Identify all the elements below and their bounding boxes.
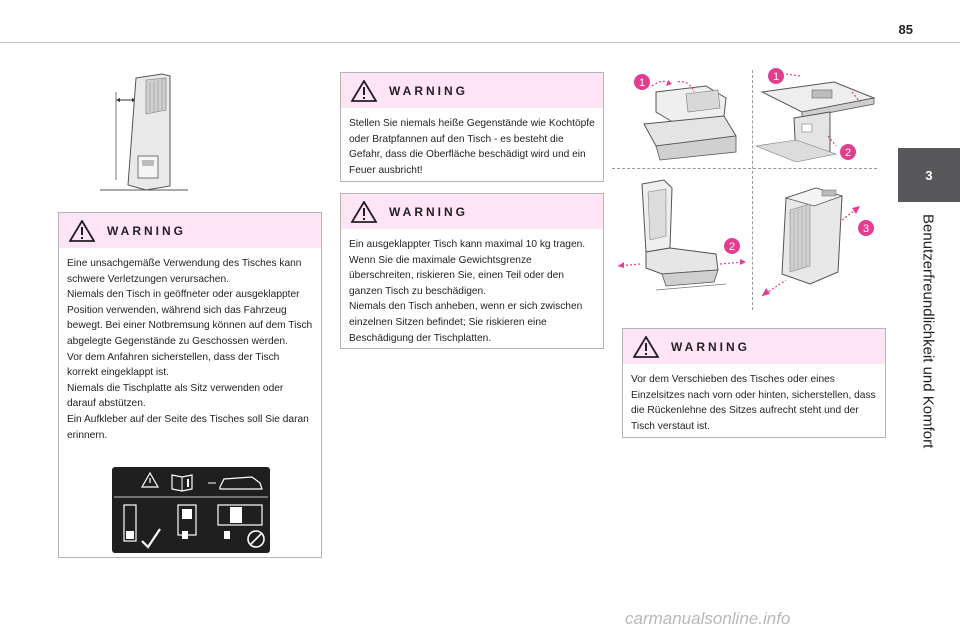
warning-triangle-icon	[69, 219, 95, 242]
warning-box-weight-limit: WARNING Ein ausgeklappter Tisch kann max…	[340, 193, 604, 349]
warning-paragraph: Niemals die Tischplatte als Sitz verwend…	[67, 382, 284, 410]
table-sticker-illustration	[112, 467, 270, 553]
warning-title: WARNING	[107, 223, 186, 238]
warning-paragraph: Eine unsachgemäße Verwendung des Tisches…	[67, 258, 302, 285]
warning-paragraph: Ein ausgeklappter Tisch kann maximal 10 …	[349, 239, 586, 297]
warning-paragraph: Vor dem Anfahren sicherstellen, dass der…	[67, 351, 280, 379]
warning-title: WARNING	[389, 83, 468, 98]
seat-table-fold-illustration: 1	[634, 74, 737, 161]
step-marker: 1	[773, 71, 779, 83]
warning-paragraph: Niemals den Tisch anheben, wenn er sich …	[349, 301, 583, 344]
table-folded-illustration	[100, 73, 188, 191]
chapter-tab[interactable]: 3	[898, 148, 960, 202]
warning-text: Eine unsachgemäße Verwendung des Tisches…	[59, 248, 321, 449]
table-unfold-illustration: 1 2	[756, 68, 876, 163]
step-marker: 3	[863, 223, 869, 235]
warning-header: WARNING	[341, 194, 603, 229]
warning-header: WARNING	[341, 73, 603, 108]
step-marker: 2	[845, 147, 851, 159]
chapter-title-text: Benutzerfreundlichkeit und Komfort	[919, 214, 937, 449]
warning-title: WARNING	[389, 204, 468, 219]
warning-title: WARNING	[671, 339, 750, 354]
warning-triangle-icon	[351, 79, 377, 102]
warning-triangle-icon	[351, 200, 377, 223]
warning-box-slide: WARNING Vor dem Verschieben des Tisches …	[622, 328, 886, 438]
warning-text: Ein ausgeklappter Tisch kann maximal 10 …	[341, 229, 603, 352]
console-slide-illustration: 3	[761, 187, 874, 297]
warning-triangle-icon	[633, 335, 659, 358]
watermark: carmanualsonline.info	[625, 609, 791, 628]
step-marker: 1	[639, 77, 645, 89]
warning-paragraph: Stellen Sie niemals heiße Gegenstände wi…	[349, 118, 595, 176]
step-marker: 2	[729, 241, 735, 253]
warning-text: Vor dem Verschieben des Tisches oder ein…	[623, 364, 885, 440]
warning-paragraph: Vor dem Verschieben des Tisches oder ein…	[631, 374, 876, 432]
figure-divider-vertical	[752, 70, 753, 310]
warning-paragraph: Ein Aufkleber auf der Seite des Tisches …	[67, 413, 309, 441]
page-number: 85	[898, 22, 913, 37]
warning-header: WARNING	[623, 329, 885, 364]
warning-box-usage: WARNING Eine unsachgemäße Verwendung des…	[58, 212, 322, 558]
figure-divider-horizontal	[612, 168, 877, 169]
top-divider	[0, 42, 960, 43]
warning-text: Stellen Sie niemals heiße Gegenstände wi…	[341, 108, 603, 184]
seat-slide-illustration: 2	[617, 179, 746, 291]
warning-header: WARNING	[59, 213, 321, 248]
warning-box-hot-objects: WARNING Stellen Sie niemals heiße Gegens…	[340, 72, 604, 182]
chapter-title: Benutzerfreundlichkeit und Komfort	[876, 214, 960, 614]
warning-paragraph: Niemals den Tisch in geöffneter oder aus…	[67, 289, 313, 347]
